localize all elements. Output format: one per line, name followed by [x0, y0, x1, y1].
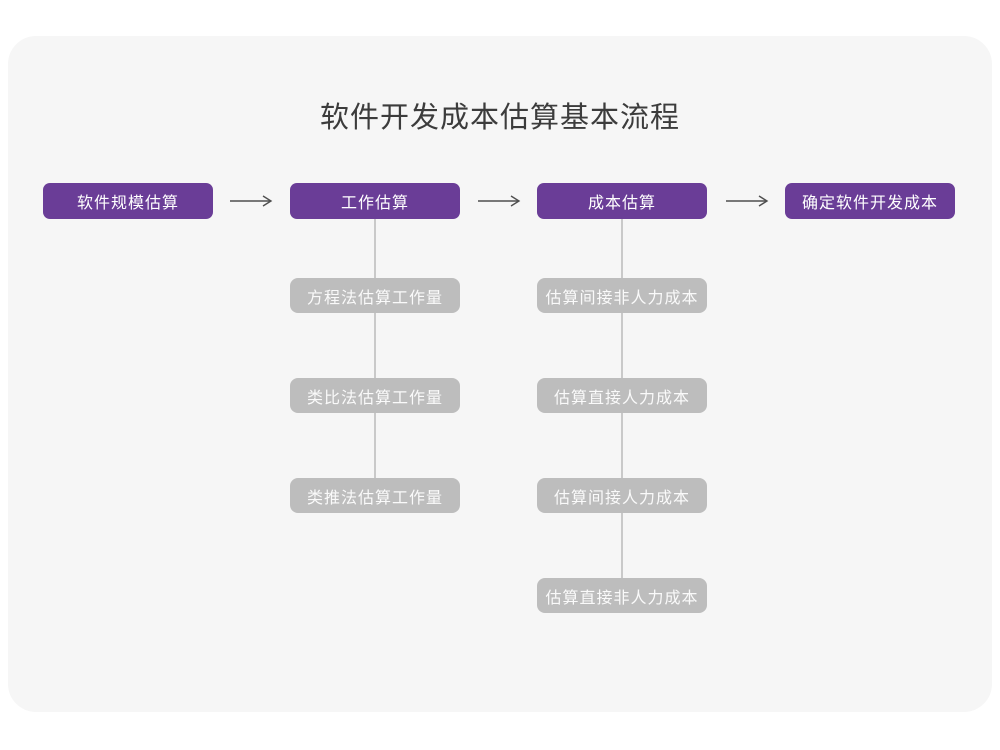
substep-node-equation-method: 方程法估算工作量	[290, 278, 460, 313]
stage-label: 成本估算	[587, 195, 656, 212]
substep-node-extrapolation-method: 类推法估算工作量	[290, 478, 460, 513]
substep-label: 类比法估算工作量	[306, 389, 443, 407]
substep-label: 估算直接非人力成本	[545, 589, 699, 607]
stage-node-determine-development-cost: 确定软件开发成本	[785, 183, 955, 219]
substep-label: 方程法估算工作量	[306, 289, 443, 307]
flow-arrow-icon	[477, 194, 521, 208]
diagram-title: 软件开发成本估算基本流程	[319, 102, 680, 134]
substep-label: 估算直接人力成本	[553, 389, 690, 407]
substep-node-analogy-method: 类比法估算工作量	[290, 378, 460, 413]
substep-label: 估算间接人力成本	[553, 489, 690, 507]
stage-node-software-scale-estimation: 软件规模估算	[43, 183, 213, 219]
stage-node-work-estimation: 工作估算	[290, 183, 460, 219]
substep-node-indirect-nonlabor-cost: 估算间接非人力成本	[537, 278, 707, 313]
stage-label: 工作估算	[340, 195, 409, 212]
stage-node-cost-estimation: 成本估算	[537, 183, 707, 219]
stage-label: 确定软件开发成本	[801, 195, 938, 212]
substep-label: 类推法估算工作量	[306, 489, 443, 507]
substep-node-direct-labor-cost: 估算直接人力成本	[537, 378, 707, 413]
diagram-panel	[8, 36, 992, 712]
stage-label: 软件规模估算	[76, 195, 179, 212]
flow-arrow-icon	[229, 194, 273, 208]
substep-node-direct-nonlabor-cost: 估算直接非人力成本	[537, 578, 707, 613]
connector-line-work-estimation	[374, 218, 376, 496]
substep-label: 估算间接非人力成本	[545, 289, 699, 307]
flow-arrow-icon	[725, 194, 769, 208]
substep-node-indirect-labor-cost: 估算间接人力成本	[537, 478, 707, 513]
